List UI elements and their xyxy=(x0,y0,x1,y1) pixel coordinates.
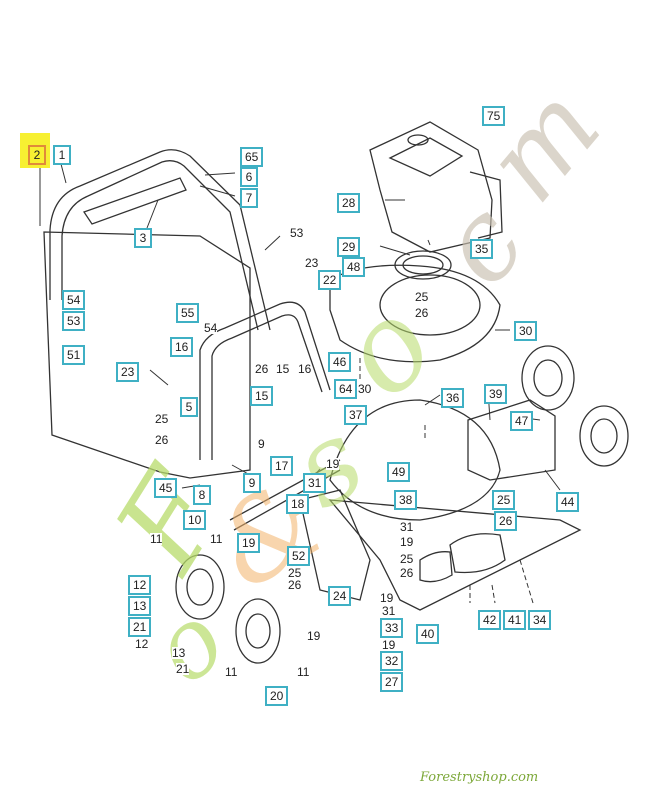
part-label-16[interactable]: 16 xyxy=(170,337,194,357)
part-label-51[interactable]: 51 xyxy=(62,345,86,365)
part-label-8[interactable]: 8 xyxy=(193,485,211,505)
part-label-13[interactable]: 13 xyxy=(128,596,152,616)
part-label-53[interactable]: 53 xyxy=(62,311,86,331)
part-label-27[interactable]: 27 xyxy=(380,672,404,692)
part-label-26: 26 xyxy=(415,306,429,320)
part-label-45[interactable]: 45 xyxy=(154,478,178,498)
part-label-18[interactable]: 18 xyxy=(286,494,310,514)
part-label-29[interactable]: 29 xyxy=(337,237,361,257)
part-label-12[interactable]: 12 xyxy=(128,575,152,595)
rear-plate xyxy=(467,399,556,481)
part-label-28[interactable]: 28 xyxy=(337,193,361,213)
part-label-31: 31 xyxy=(400,520,414,534)
part-label-34[interactable]: 34 xyxy=(528,610,552,630)
part-label-35[interactable]: 35 xyxy=(470,239,494,259)
part-label-46[interactable]: 46 xyxy=(328,352,352,372)
part-label-19: 19 xyxy=(326,457,340,471)
part-label-22[interactable]: 22 xyxy=(318,270,342,290)
mower-deck xyxy=(329,264,501,363)
part-label-15[interactable]: 15 xyxy=(250,386,274,406)
part-label-9: 9 xyxy=(258,437,265,451)
watermark-text: Forestryshop.com xyxy=(420,770,539,785)
collector-body xyxy=(329,399,501,521)
part-label-41[interactable]: 41 xyxy=(503,610,527,630)
part-label-31: 31 xyxy=(382,604,396,618)
part-label-30: 30 xyxy=(358,382,372,396)
part-label-10[interactable]: 10 xyxy=(183,510,207,530)
part-label-21[interactable]: 21 xyxy=(128,617,152,637)
part-label-37[interactable]: 37 xyxy=(344,405,368,425)
part-label-26: 26 xyxy=(400,566,414,580)
part-label-1[interactable]: 1 xyxy=(53,145,71,165)
base-plate xyxy=(328,499,582,611)
part-label-36[interactable]: 36 xyxy=(441,388,465,408)
part-label-39[interactable]: 39 xyxy=(484,384,508,404)
part-label-31[interactable]: 31 xyxy=(303,473,327,493)
part-label-48[interactable]: 48 xyxy=(342,257,366,277)
part-label-7[interactable]: 7 xyxy=(240,188,258,208)
engine xyxy=(369,121,503,253)
part-label-26: 26 xyxy=(155,433,169,447)
part-label-54: 54 xyxy=(204,321,218,335)
part-label-6[interactable]: 6 xyxy=(240,167,258,187)
part-label-75[interactable]: 75 xyxy=(482,106,506,126)
part-label-15: 15 xyxy=(276,362,290,376)
grass-bag xyxy=(43,231,251,479)
part-label-20[interactable]: 20 xyxy=(265,686,289,706)
part-label-64[interactable]: 64 xyxy=(334,379,358,399)
part-label-2[interactable]: 2 xyxy=(28,145,46,165)
part-label-30[interactable]: 30 xyxy=(514,321,538,341)
part-label-25: 25 xyxy=(415,290,429,304)
wheel-rear-left-1 xyxy=(175,554,225,620)
part-label-49[interactable]: 49 xyxy=(387,462,411,482)
part-label-52[interactable]: 52 xyxy=(287,546,311,566)
part-label-44[interactable]: 44 xyxy=(556,492,580,512)
part-label-19: 19 xyxy=(400,535,414,549)
part-label-25: 25 xyxy=(155,412,169,426)
part-label-11: 11 xyxy=(297,665,310,679)
part-label-3[interactable]: 3 xyxy=(134,228,152,248)
handle-crossbar xyxy=(82,177,187,225)
part-label-26: 26 xyxy=(255,362,269,376)
part-label-16: 16 xyxy=(298,362,312,376)
part-label-26[interactable]: 26 xyxy=(494,511,518,531)
part-label-17[interactable]: 17 xyxy=(270,456,294,476)
part-label-25: 25 xyxy=(288,566,302,580)
part-label-38[interactable]: 38 xyxy=(394,490,418,510)
wheel-rear-left-2 xyxy=(235,598,281,664)
part-label-32[interactable]: 32 xyxy=(380,651,404,671)
part-label-26: 26 xyxy=(288,578,302,592)
part-label-12: 12 xyxy=(135,637,149,651)
part-label-21: 21 xyxy=(176,662,190,676)
wheel-front-right-2 xyxy=(579,405,629,467)
lower-handle xyxy=(199,301,331,460)
upper-handle xyxy=(49,149,271,331)
wheel-front-right-1 xyxy=(521,345,575,411)
part-label-47[interactable]: 47 xyxy=(510,411,534,431)
part-label-19[interactable]: 19 xyxy=(237,533,261,553)
part-label-23[interactable]: 23 xyxy=(116,362,140,382)
part-label-9[interactable]: 9 xyxy=(243,473,261,493)
part-label-5[interactable]: 5 xyxy=(180,397,198,417)
part-label-25[interactable]: 25 xyxy=(492,490,516,510)
part-label-23: 23 xyxy=(305,256,319,270)
part-label-33[interactable]: 33 xyxy=(380,618,404,638)
part-label-55[interactable]: 55 xyxy=(176,303,200,323)
part-label-65[interactable]: 65 xyxy=(240,147,264,167)
part-label-13: 13 xyxy=(172,646,186,660)
part-label-24[interactable]: 24 xyxy=(328,586,352,606)
part-label-11: 11 xyxy=(150,532,163,546)
part-label-25: 25 xyxy=(400,552,414,566)
part-label-19: 19 xyxy=(382,638,396,652)
part-label-54[interactable]: 54 xyxy=(62,290,86,310)
part-label-53: 53 xyxy=(290,226,304,240)
part-label-40[interactable]: 40 xyxy=(416,624,440,644)
part-label-11: 11 xyxy=(210,532,223,546)
part-label-19: 19 xyxy=(380,591,394,605)
part-label-42[interactable]: 42 xyxy=(478,610,502,630)
part-label-11: 11 xyxy=(225,665,238,679)
part-label-19: 19 xyxy=(307,629,321,643)
side-bracket xyxy=(299,489,371,601)
